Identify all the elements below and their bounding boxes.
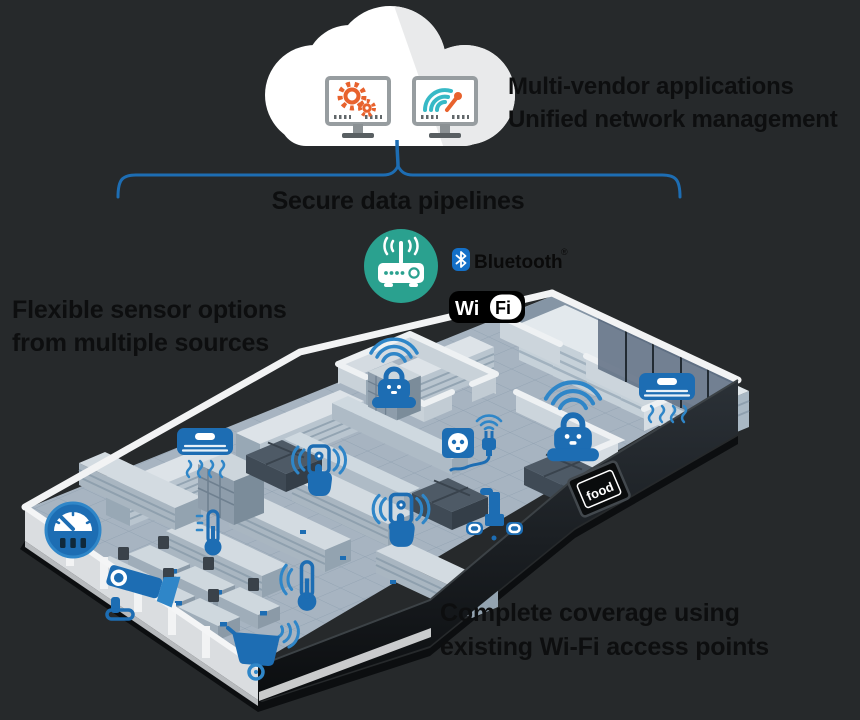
monitor-signal-icon <box>412 76 478 138</box>
smart-meter-icon <box>44 501 102 559</box>
bluetooth-label: Bluetooth <box>474 252 563 273</box>
wifi-logo-fi: Fi <box>495 298 511 318</box>
power-outlet-icon <box>442 428 474 458</box>
pallet-jack-icon <box>466 488 523 541</box>
shelf-label-touch-icon-1 <box>291 444 347 496</box>
cloud <box>265 6 515 146</box>
cloud-caption-line1: Multi-vendor applications <box>508 73 794 100</box>
monitor-gears-icon <box>325 76 391 138</box>
back-right-wall-cap <box>548 289 742 384</box>
cloud-connector-line <box>395 139 400 167</box>
temperature-sensor-icon-1 <box>195 509 222 556</box>
wifi-router-icon <box>378 236 424 287</box>
wifi-logo-wi: Wi <box>455 298 479 320</box>
food-sign: food <box>567 460 631 518</box>
shop-fixtures <box>78 361 601 619</box>
pipeline-brace <box>116 162 682 199</box>
cloud-caption-line2: Unified network management <box>508 106 838 133</box>
coverage-caption: Complete coverage using existing Wi-Fi a… <box>440 599 769 661</box>
front-right-wall <box>257 379 739 702</box>
temperature-sensor-icon-2 <box>279 560 317 611</box>
sensor-layer <box>44 337 695 681</box>
shopping-cart-icon <box>226 620 300 681</box>
bluetooth-reg-mark: ® <box>561 247 568 257</box>
bluetooth-logo: Bluetooth ® <box>452 247 568 273</box>
ac-unit-icon-left <box>177 428 233 479</box>
cloud-caption: Multi-vendor applications Unified networ… <box>508 70 838 136</box>
router-hub <box>364 229 438 303</box>
flexible-sensors-caption: Flexible sensor options from multiple so… <box>12 296 287 357</box>
smart-lock-icon-2 <box>546 382 600 462</box>
smart-plug-icon <box>449 414 503 472</box>
security-camera-icon <box>105 565 181 621</box>
smart-lock-icon-1 <box>369 337 419 408</box>
pipeline-caption: Secure data pipelines <box>271 187 525 215</box>
shelf-label-touch-icon-2 <box>371 492 431 547</box>
wifi-logo: Wi Fi <box>449 291 525 323</box>
ac-unit-icon-right <box>639 373 695 424</box>
